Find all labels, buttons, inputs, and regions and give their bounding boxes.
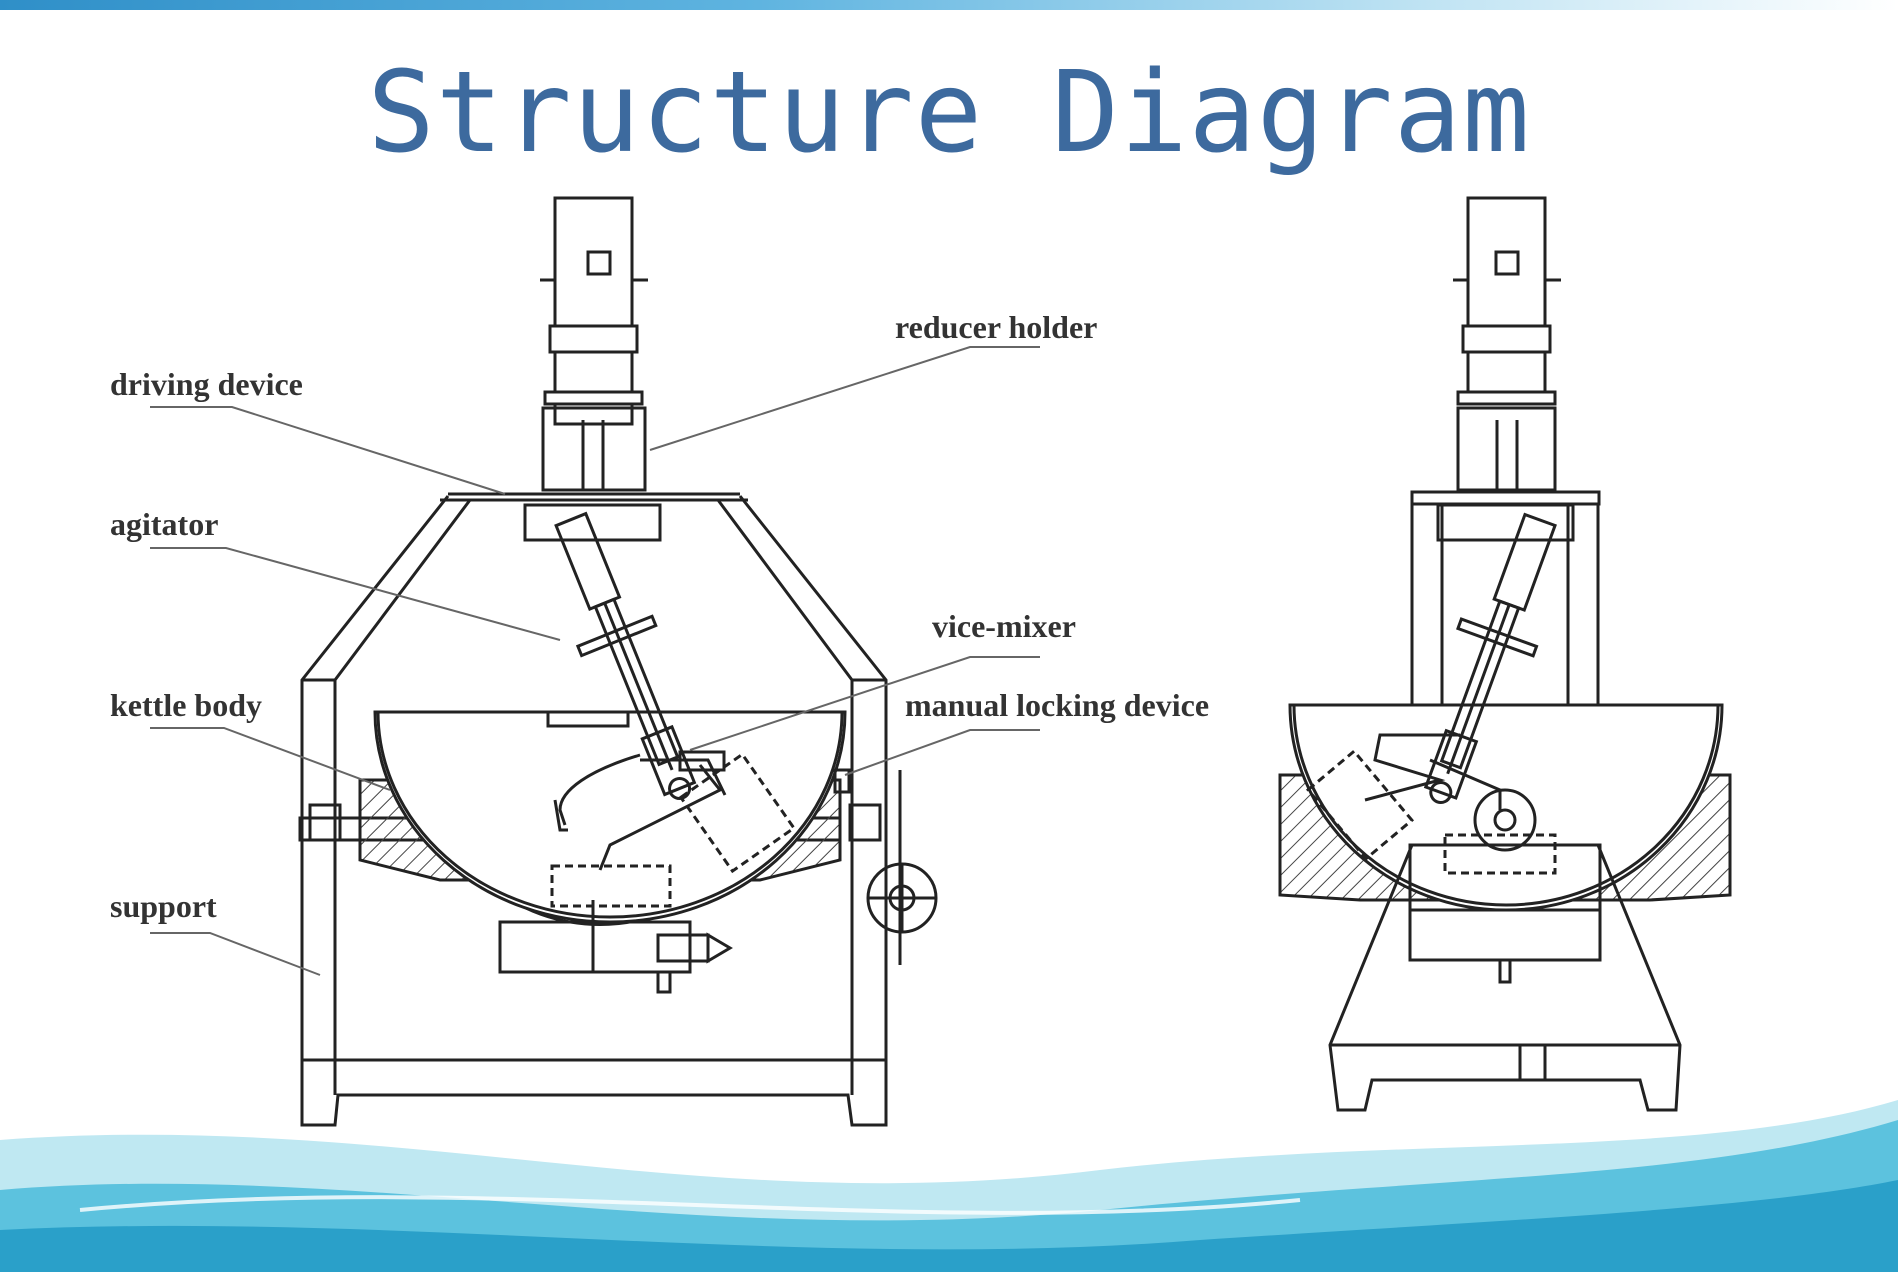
label-reducer-holder: reducer holder [895, 309, 1098, 345]
leader-lines [150, 346, 1040, 976]
label-vice-mixer: vice-mixer [932, 608, 1076, 644]
side-view-machine [1278, 196, 1732, 1112]
label-agitator: agitator [110, 506, 219, 542]
label-support: support [110, 888, 217, 924]
decorative-wave [0, 1100, 1898, 1272]
front-view-machine [298, 196, 938, 1127]
label-driving-device: driving device [110, 366, 303, 402]
label-manual-locking-device: manual locking device [905, 687, 1210, 723]
page-title: Structure Diagram [367, 48, 1531, 178]
label-kettle-body: kettle body [110, 687, 262, 723]
top-gradient-band [0, 0, 1898, 10]
